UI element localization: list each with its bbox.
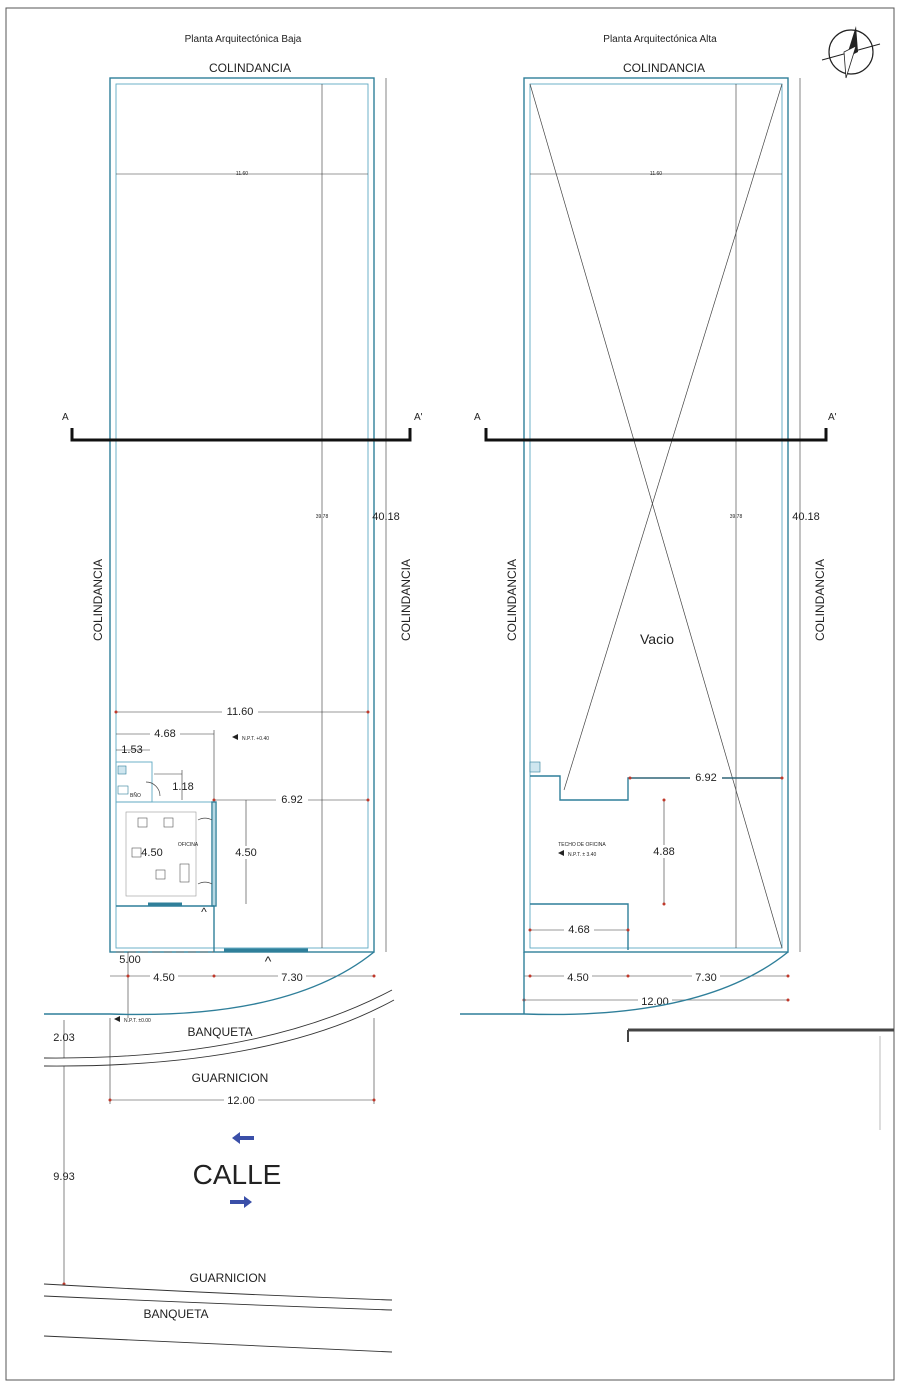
lower-guarnicion-2: GUARNICION — [190, 1271, 267, 1285]
arrow-left-icon — [232, 1132, 254, 1144]
page-frame — [5, 7, 895, 1381]
lower-garage-arrow-icon: ^ — [265, 953, 272, 969]
lower-outer-wall — [109, 77, 375, 953]
upper-dim-468: 4.68 — [568, 924, 589, 936]
lower-dim-mid-label: 11.60 — [227, 706, 254, 718]
upper-dim-692: 6.92 — [695, 772, 716, 784]
upper-plan-title: Planta Arquitectónica Alta — [603, 34, 717, 45]
street-label: CALLE — [193, 1159, 282, 1190]
upper-void-diagonal-1 — [529, 83, 783, 949]
lower-section-a-prime: A' — [414, 412, 423, 423]
lower-banqueta-1: BANQUETA — [187, 1025, 252, 1039]
lower-curved-front — [109, 951, 375, 1016]
lower-dim-depth-inner: 39.78 — [316, 514, 329, 520]
upper-colindancia-right: COLINDANCIA — [813, 559, 827, 641]
lower-dim-692-label: 6.92 — [281, 794, 302, 806]
upper-outer-wall — [523, 77, 789, 953]
lower-dim-450-right: 4.50 — [235, 847, 256, 859]
lower-bathroom-label: BÑO — [130, 792, 141, 799]
upper-dim-450: 4.50 — [567, 972, 588, 984]
upper-dim-depth-inner: 39.78 — [730, 514, 743, 520]
upper-section-cut — [484, 428, 828, 442]
upper-dim-730: 7.30 — [695, 972, 716, 984]
lower-dim-1200: 12.00 — [227, 1095, 255, 1107]
lower-colindancia-top: COLINDANCIA — [209, 61, 291, 75]
lower-dim-468-label: 4.68 — [154, 728, 175, 740]
upper-roof-label: TECHO DE OFICINA — [558, 842, 606, 848]
lower-office — [115, 801, 215, 907]
upper-dim-top-label: 11.60 — [650, 171, 662, 177]
arrow-right-icon — [230, 1196, 252, 1208]
lower-inner-wall — [115, 83, 369, 949]
lower-guarnicion-1: GUARNICION — [192, 1071, 269, 1085]
lower-dim-153-label: 1.53 — [121, 744, 142, 756]
upper-curved-front — [523, 951, 789, 1016]
upper-npt: N.P.T. ± 3.40 — [568, 852, 596, 858]
upper-office-roof-outline — [530, 775, 782, 801]
upper-void-label: Vacio — [640, 631, 674, 647]
lower-office-label: OFICINA — [178, 842, 199, 848]
lower-section-cut — [70, 428, 412, 442]
upper-void-diagonal-2 — [563, 83, 783, 791]
lower-dim-203: 2.03 — [53, 1032, 74, 1044]
upper-colindancia-top: COLINDANCIA — [623, 61, 705, 75]
upper-plan: Planta Arquitectónica Alta COLINDANCIA 1… — [460, 26, 894, 1130]
lower-dim-500-label: 5.00 — [119, 954, 140, 966]
lower-dim-top-label: 11.60 — [236, 171, 248, 177]
upper-colindancia-left: COLINDANCIA — [505, 559, 519, 641]
lower-plan-title: Planta Arquitectónica Baja — [185, 34, 302, 45]
lower-npt-upper: N.P.T. +0.40 — [242, 736, 269, 742]
lower-section-a: A — [62, 412, 69, 423]
lower-colindancia-left: COLINDANCIA — [91, 559, 105, 641]
lower-dim-450-left: 4.50 — [141, 847, 162, 859]
lower-dim-450-bottom: 4.50 — [153, 972, 174, 984]
upper-section-a: A — [474, 412, 481, 423]
upper-section-a-prime: A' — [828, 412, 837, 423]
lower-dim-993: 9.93 — [53, 1171, 74, 1183]
lower-banqueta-2: BANQUETA — [143, 1307, 208, 1321]
lower-colindancia-right: COLINDANCIA — [399, 559, 413, 641]
lower-npt-street: N.P.T. ±0.00 — [124, 1018, 151, 1024]
lower-entry-arrow-icon: ^ — [201, 905, 207, 919]
lower-dim-depth-outer: 40.18 — [372, 511, 400, 523]
lower-dim-730: 7.30 — [281, 972, 302, 984]
upper-dim-488: 4.88 — [653, 846, 674, 858]
lower-plan: Planta Arquitectónica Baja COLINDANCIA 1… — [43, 34, 423, 1353]
upper-inner-wall — [529, 83, 783, 949]
north-compass-icon — [821, 26, 881, 79]
lower-dim-118-label: 1.18 — [172, 781, 193, 793]
upper-dim-depth-outer: 40.18 — [792, 511, 820, 523]
